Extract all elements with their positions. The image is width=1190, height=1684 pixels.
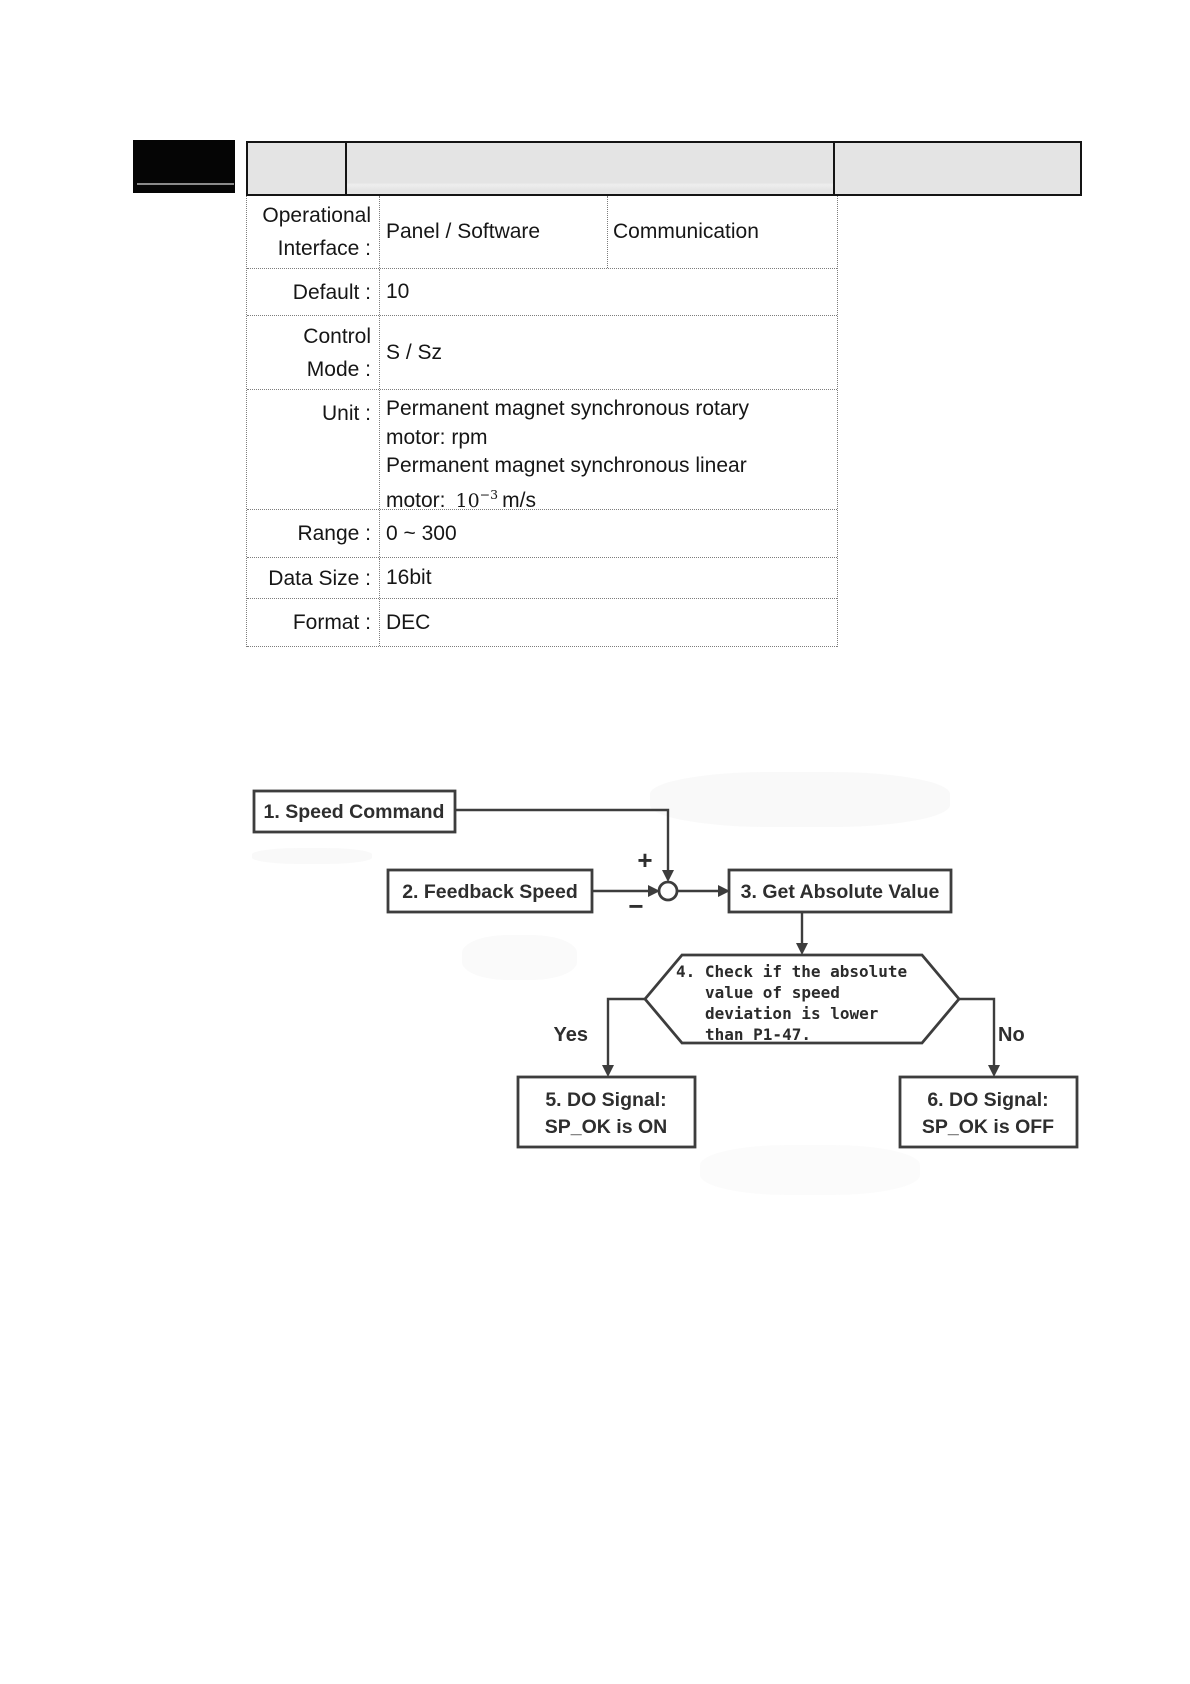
row-value: 0 ~ 300 — [386, 521, 457, 545]
row-value: Panel / Software Communication — [380, 196, 837, 268]
do-on-label-line: SP_OK is ON — [545, 1116, 667, 1138]
parameter-table-header — [246, 141, 1082, 196]
do-off-label-line: SP_OK is OFF — [922, 1116, 1054, 1138]
table-row-unit: Unit : Permanent magnet synchronous rota… — [247, 390, 837, 512]
row-label-line: Interface : — [277, 237, 371, 260]
arrowhead-into-do-on — [602, 1065, 614, 1077]
row-label: Format : — [247, 599, 380, 646]
connector-decision-no — [959, 997, 996, 1066]
table-row-format: Format : DEC — [247, 599, 837, 647]
arrowhead-into-do-off — [988, 1065, 1000, 1077]
math-base: 10 — [455, 489, 480, 512]
plus-sign: + — [637, 845, 652, 875]
table-row-range: Range : 0 ~ 300 — [247, 510, 837, 558]
node-decision-hexagon — [643, 953, 961, 1045]
parameter-table-body: Operational Interface : Panel / Software… — [246, 196, 838, 647]
decision-text-line: value of speed — [705, 983, 840, 1002]
row-label: Control Mode : — [247, 316, 380, 389]
value-panel-software: Panel / Software — [380, 196, 608, 268]
row-label: Range : — [247, 510, 380, 557]
connector-speed-command-to-sum — [455, 808, 670, 871]
row-label: Data Size : — [247, 558, 380, 598]
row-value: S / Sz — [386, 340, 443, 364]
value-communication: Communication — [613, 220, 759, 243]
speed-command-label: 1. Speed Command — [264, 801, 445, 823]
table-row-data-size: Data Size : 16bit — [247, 558, 837, 599]
row-label-line: Operational — [262, 204, 371, 227]
row-label: Operational Interface : — [247, 196, 380, 268]
row-label: Unit : — [247, 390, 380, 509]
unit-line: Permanent magnet synchronous rotary — [386, 397, 750, 420]
feedback-speed-label: 2. Feedback Speed — [402, 881, 578, 903]
node-speed-command — [252, 789, 457, 834]
header-cell-right — [835, 143, 1080, 194]
summing-junction — [657, 880, 679, 902]
arrowhead-into-sum-top — [662, 870, 674, 882]
row-label-line: Data Size : — [268, 566, 371, 590]
row-value: DEC — [386, 610, 431, 634]
math-exponent: −3 — [479, 486, 499, 502]
get-absolute-value-label: 3. Get Absolute Value — [741, 881, 940, 903]
math-unit: m/s — [502, 488, 536, 512]
math-prefix: motor: — [386, 488, 446, 512]
parameter-table: Operational Interface : Panel / Software… — [246, 141, 1082, 647]
do-off-label-line: 6. DO Signal: — [927, 1089, 1048, 1111]
parameter-code-underline — [137, 183, 234, 185]
row-label-line: Mode : — [306, 357, 371, 381]
do-on-label-line: 5. DO Signal: — [545, 1089, 666, 1111]
row-label-line: Unit : — [321, 402, 371, 425]
node-get-absolute-value — [727, 868, 953, 914]
connector-decision-yes — [606, 997, 645, 1066]
row-value: Permanent magnet synchronous rotary moto… — [380, 390, 837, 512]
arrowhead-into-absolute — [718, 885, 730, 897]
unit-line: motor: rpm — [386, 425, 488, 449]
node-do-signal-on — [516, 1075, 697, 1149]
decision-text-line: deviation is lower — [705, 1004, 878, 1023]
row-label-line: Range : — [297, 522, 371, 545]
no-branch-label: No — [998, 1024, 1025, 1046]
speed-check-flowchart: 1. Speed Command 2. Feedback Speed 3. Ge… — [252, 789, 1079, 1149]
row-value: 10 — [386, 280, 410, 303]
header-cell-left — [248, 143, 347, 194]
node-do-signal-off — [898, 1075, 1079, 1149]
unit-line: Permanent magnet synchronous linear — [386, 454, 747, 477]
arrowhead-into-decision — [796, 943, 808, 955]
decision-text-line: than P1-47. — [705, 1025, 811, 1044]
parameter-code-block — [133, 140, 235, 193]
row-label-line: Control — [303, 324, 371, 348]
table-row-default: Default : 10 — [247, 269, 837, 316]
row-label: Default : — [247, 269, 380, 315]
yes-branch-label: Yes — [554, 1024, 588, 1046]
arrowhead-into-sum-left — [648, 885, 660, 897]
row-label-line: Format : — [292, 611, 371, 634]
table-row-control-mode: Control Mode : S / Sz — [247, 316, 837, 390]
node-feedback-speed — [386, 868, 594, 914]
row-value: 16bit — [386, 566, 432, 589]
table-row-operational-interface: Operational Interface : Panel / Software… — [247, 196, 837, 269]
decision-text-line: 4. Check if the absolute — [676, 962, 907, 981]
header-cell-middle — [347, 143, 835, 194]
row-label-line: Default : — [292, 280, 371, 304]
minus-sign: − — [628, 891, 643, 921]
